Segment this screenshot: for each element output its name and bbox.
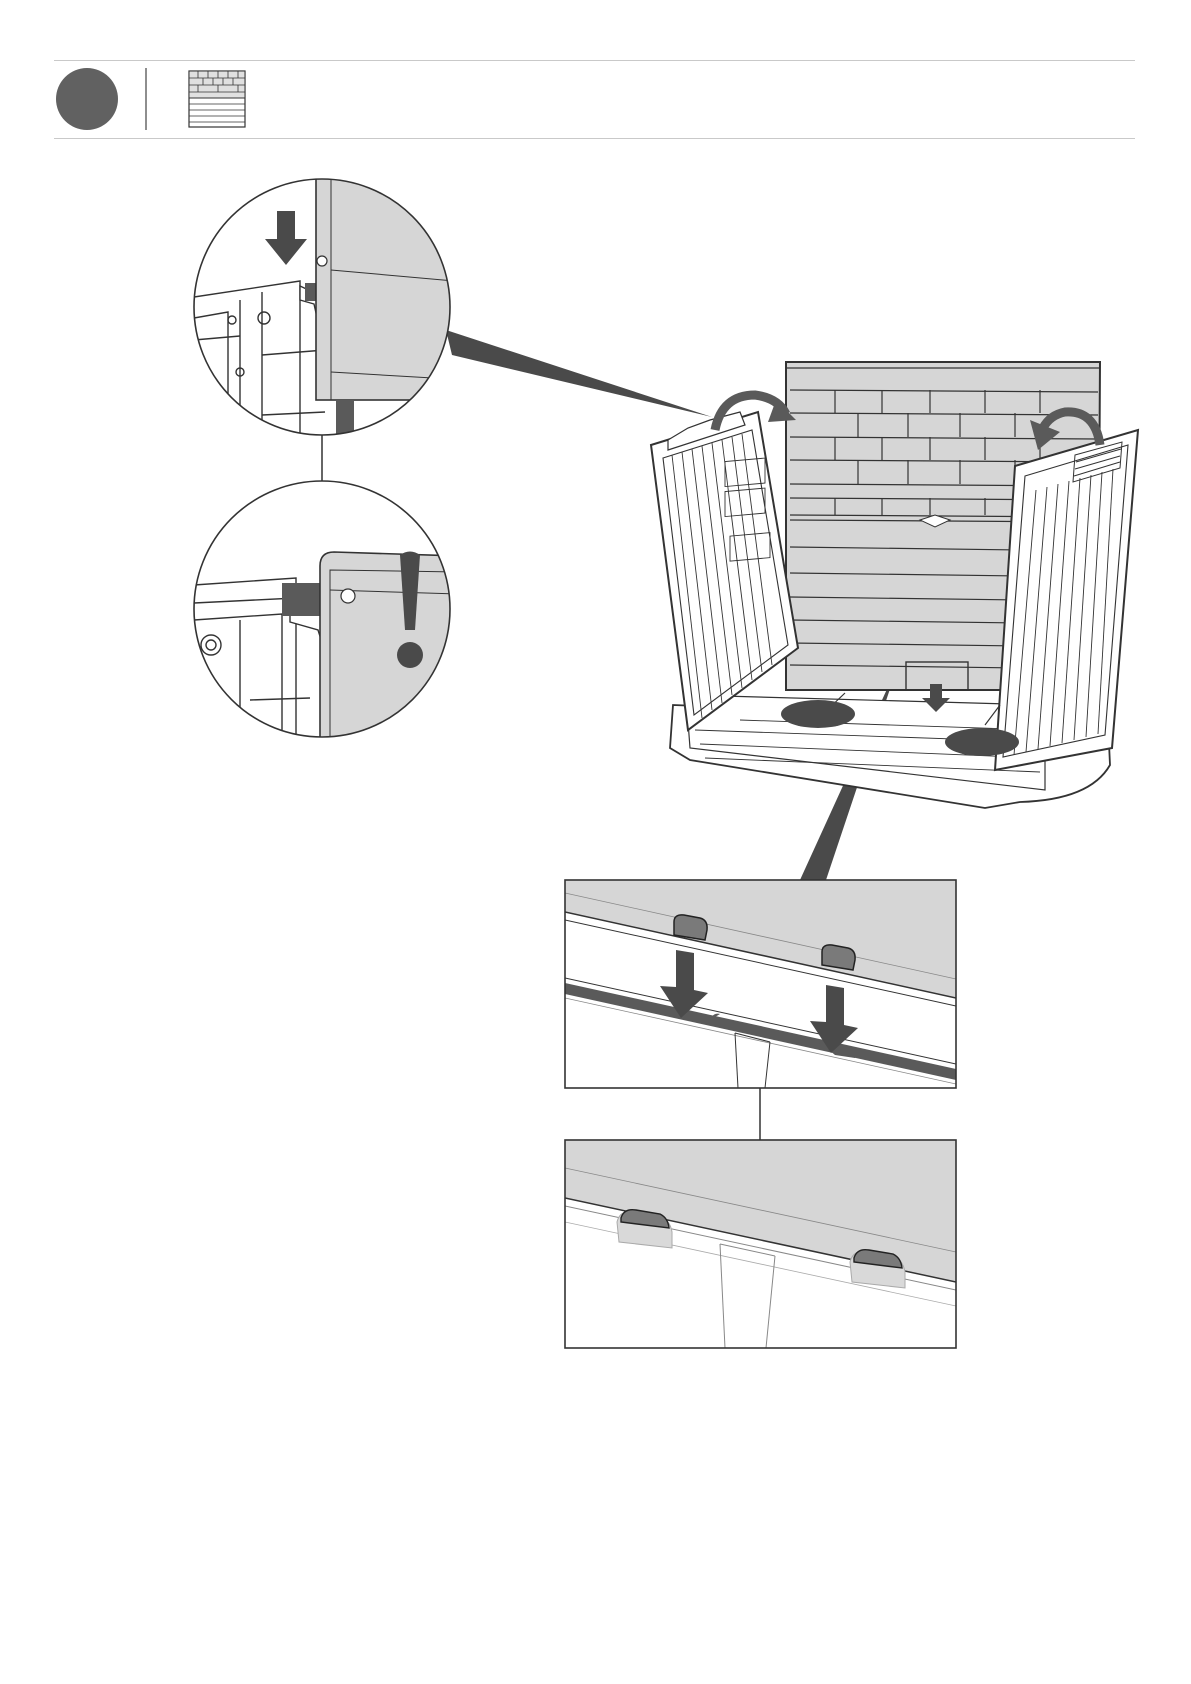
zoom-detail-tabs-after <box>565 1140 956 1348</box>
tab-right-icon <box>822 945 855 970</box>
callout-oval-right <box>945 728 1019 756</box>
callout-oval-left <box>781 700 855 728</box>
step-badge-icon <box>56 68 118 130</box>
tab-left-icon <box>674 915 707 940</box>
callout-wedge-top <box>446 330 712 417</box>
part-thumbnail-icon <box>189 71 245 127</box>
zoom-detail-top <box>190 170 466 445</box>
storage-box-assembly <box>651 362 1138 808</box>
zoom-detail-tabs-before <box>565 880 956 1088</box>
